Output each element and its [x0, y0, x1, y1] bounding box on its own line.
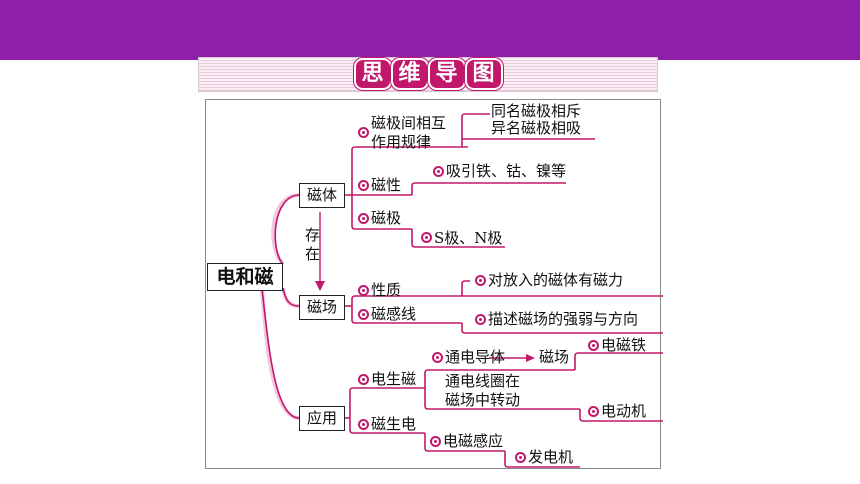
branch-dot [358, 285, 369, 296]
title-char: 思 [355, 60, 390, 88]
branch-dot [588, 340, 599, 351]
field-lines-label: 磁感线 [371, 305, 417, 323]
top-banner [0, 0, 860, 60]
branch-dot [358, 180, 369, 191]
branch-dot [430, 436, 441, 447]
root-node: 电和磁 [207, 263, 283, 291]
branch-dot [432, 352, 443, 363]
branch-dot [433, 166, 444, 177]
magnetism-detail: 吸引铁、钴、镍等 [446, 162, 567, 180]
pole-detail: S极、N极 [434, 229, 503, 247]
field-result-label: 磁场 [539, 348, 570, 366]
m2e-label: 磁生电 [371, 415, 417, 433]
application-node: 应用 [299, 406, 345, 431]
mindmap-title: 思 维 导 图 [354, 60, 502, 88]
coil-label: 磁场中转动 [445, 391, 521, 409]
field-property-label: 性质 [371, 281, 402, 299]
like-poles-rule: 同名磁极相斥 [491, 102, 582, 120]
magnet-law-label: 磁极间相互 [371, 114, 447, 132]
magnet-node: 磁体 [299, 183, 345, 208]
branch-dot [588, 406, 599, 417]
field-lines-detail: 描述磁场的强弱与方向 [488, 310, 639, 328]
branch-dot [358, 374, 369, 385]
induction-label: 电磁感应 [443, 432, 504, 450]
field-property-detail: 对放入的磁体有磁力 [488, 271, 624, 289]
branch-dot [515, 452, 526, 463]
field-node: 磁场 [299, 295, 345, 320]
coil-label: 通电线圈在 [445, 372, 521, 390]
branch-dot [358, 213, 369, 224]
title-char: 导 [429, 60, 464, 88]
branch-dot [358, 309, 369, 320]
exists-label: 存 [305, 226, 321, 244]
pole-label: 磁极 [371, 209, 402, 227]
branch-dot [421, 232, 432, 243]
title-strip [198, 57, 658, 92]
title-char: 维 [392, 60, 427, 88]
conductor-label: 通电导体 [445, 348, 506, 366]
branch-dot [358, 127, 369, 138]
magnet-law-label: 作用规律 [371, 133, 432, 151]
branch-dot [475, 314, 486, 325]
title-char: 图 [466, 60, 501, 88]
motor-label: 电动机 [601, 402, 647, 420]
exists-label: 在 [305, 245, 321, 263]
unlike-poles-rule: 异名磁极相吸 [491, 119, 582, 137]
branch-dot [358, 419, 369, 430]
electromagnet-label: 电磁铁 [601, 336, 647, 354]
generator-label: 发电机 [528, 448, 574, 466]
magnetism-label: 磁性 [371, 176, 402, 194]
e2m-label: 电生磁 [371, 370, 417, 388]
branch-dot [475, 275, 486, 286]
